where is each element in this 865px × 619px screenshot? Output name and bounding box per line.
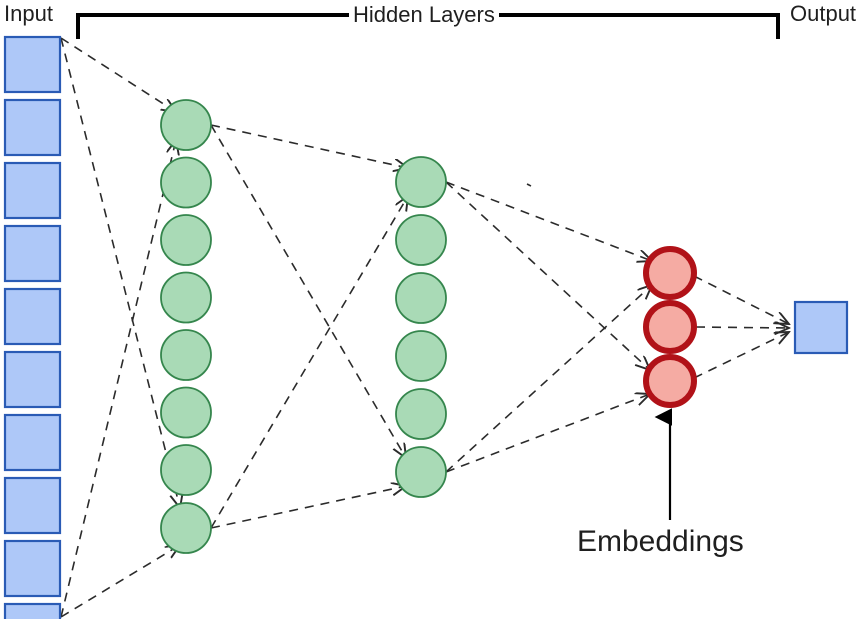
hidden-node[interactable] — [160, 156, 212, 209]
input-node[interactable] — [3, 161, 62, 220]
output-node[interactable] — [793, 300, 849, 355]
hidden-layer-2 — [395, 156, 447, 498]
hidden-layers-label: Hidden Layers — [349, 2, 499, 28]
embedding-node[interactable] — [643, 300, 697, 354]
hidden-node[interactable] — [160, 329, 212, 381]
input-node[interactable] — [3, 602, 62, 619]
output-layer — [793, 300, 849, 355]
input-label: Input — [4, 1, 53, 26]
input-node[interactable] — [3, 413, 62, 472]
hidden-layer-1 — [160, 99, 212, 554]
hidden-node[interactable] — [395, 156, 447, 208]
embeddings-label: Embeddings — [577, 525, 744, 558]
input-node[interactable] — [3, 35, 62, 94]
input-node[interactable] — [3, 476, 62, 535]
connections-embeddings-to-output — [693, 275, 789, 379]
connections-hidden1-to-hidden2 — [210, 124, 408, 529]
connections-input-to-hidden1 — [60, 37, 180, 618]
hidden-node[interactable] — [160, 271, 212, 324]
input-node[interactable] — [3, 224, 62, 283]
hidden-node[interactable] — [160, 444, 212, 496]
hidden-node[interactable] — [395, 388, 447, 440]
input-node[interactable] — [3, 287, 62, 346]
connections-hidden2-to-embeddings — [445, 181, 652, 473]
hidden-node[interactable] — [160, 502, 212, 554]
input-node[interactable] — [3, 539, 62, 598]
output-label: Output — [790, 1, 857, 26]
embedding-layer — [643, 246, 697, 408]
hidden-node[interactable] — [160, 386, 212, 439]
hidden-node[interactable] — [395, 272, 447, 324]
input-node[interactable] — [3, 98, 62, 157]
hidden-node[interactable] — [160, 99, 212, 151]
embedding-node[interactable] — [643, 246, 697, 300]
embedding-node[interactable] — [643, 354, 697, 408]
hidden-node[interactable] — [395, 214, 447, 266]
input-node[interactable] — [3, 350, 62, 409]
input-layer — [3, 35, 62, 619]
hidden-node[interactable] — [160, 214, 212, 266]
hidden-node[interactable] — [395, 446, 447, 498]
hidden-node[interactable] — [395, 330, 447, 382]
